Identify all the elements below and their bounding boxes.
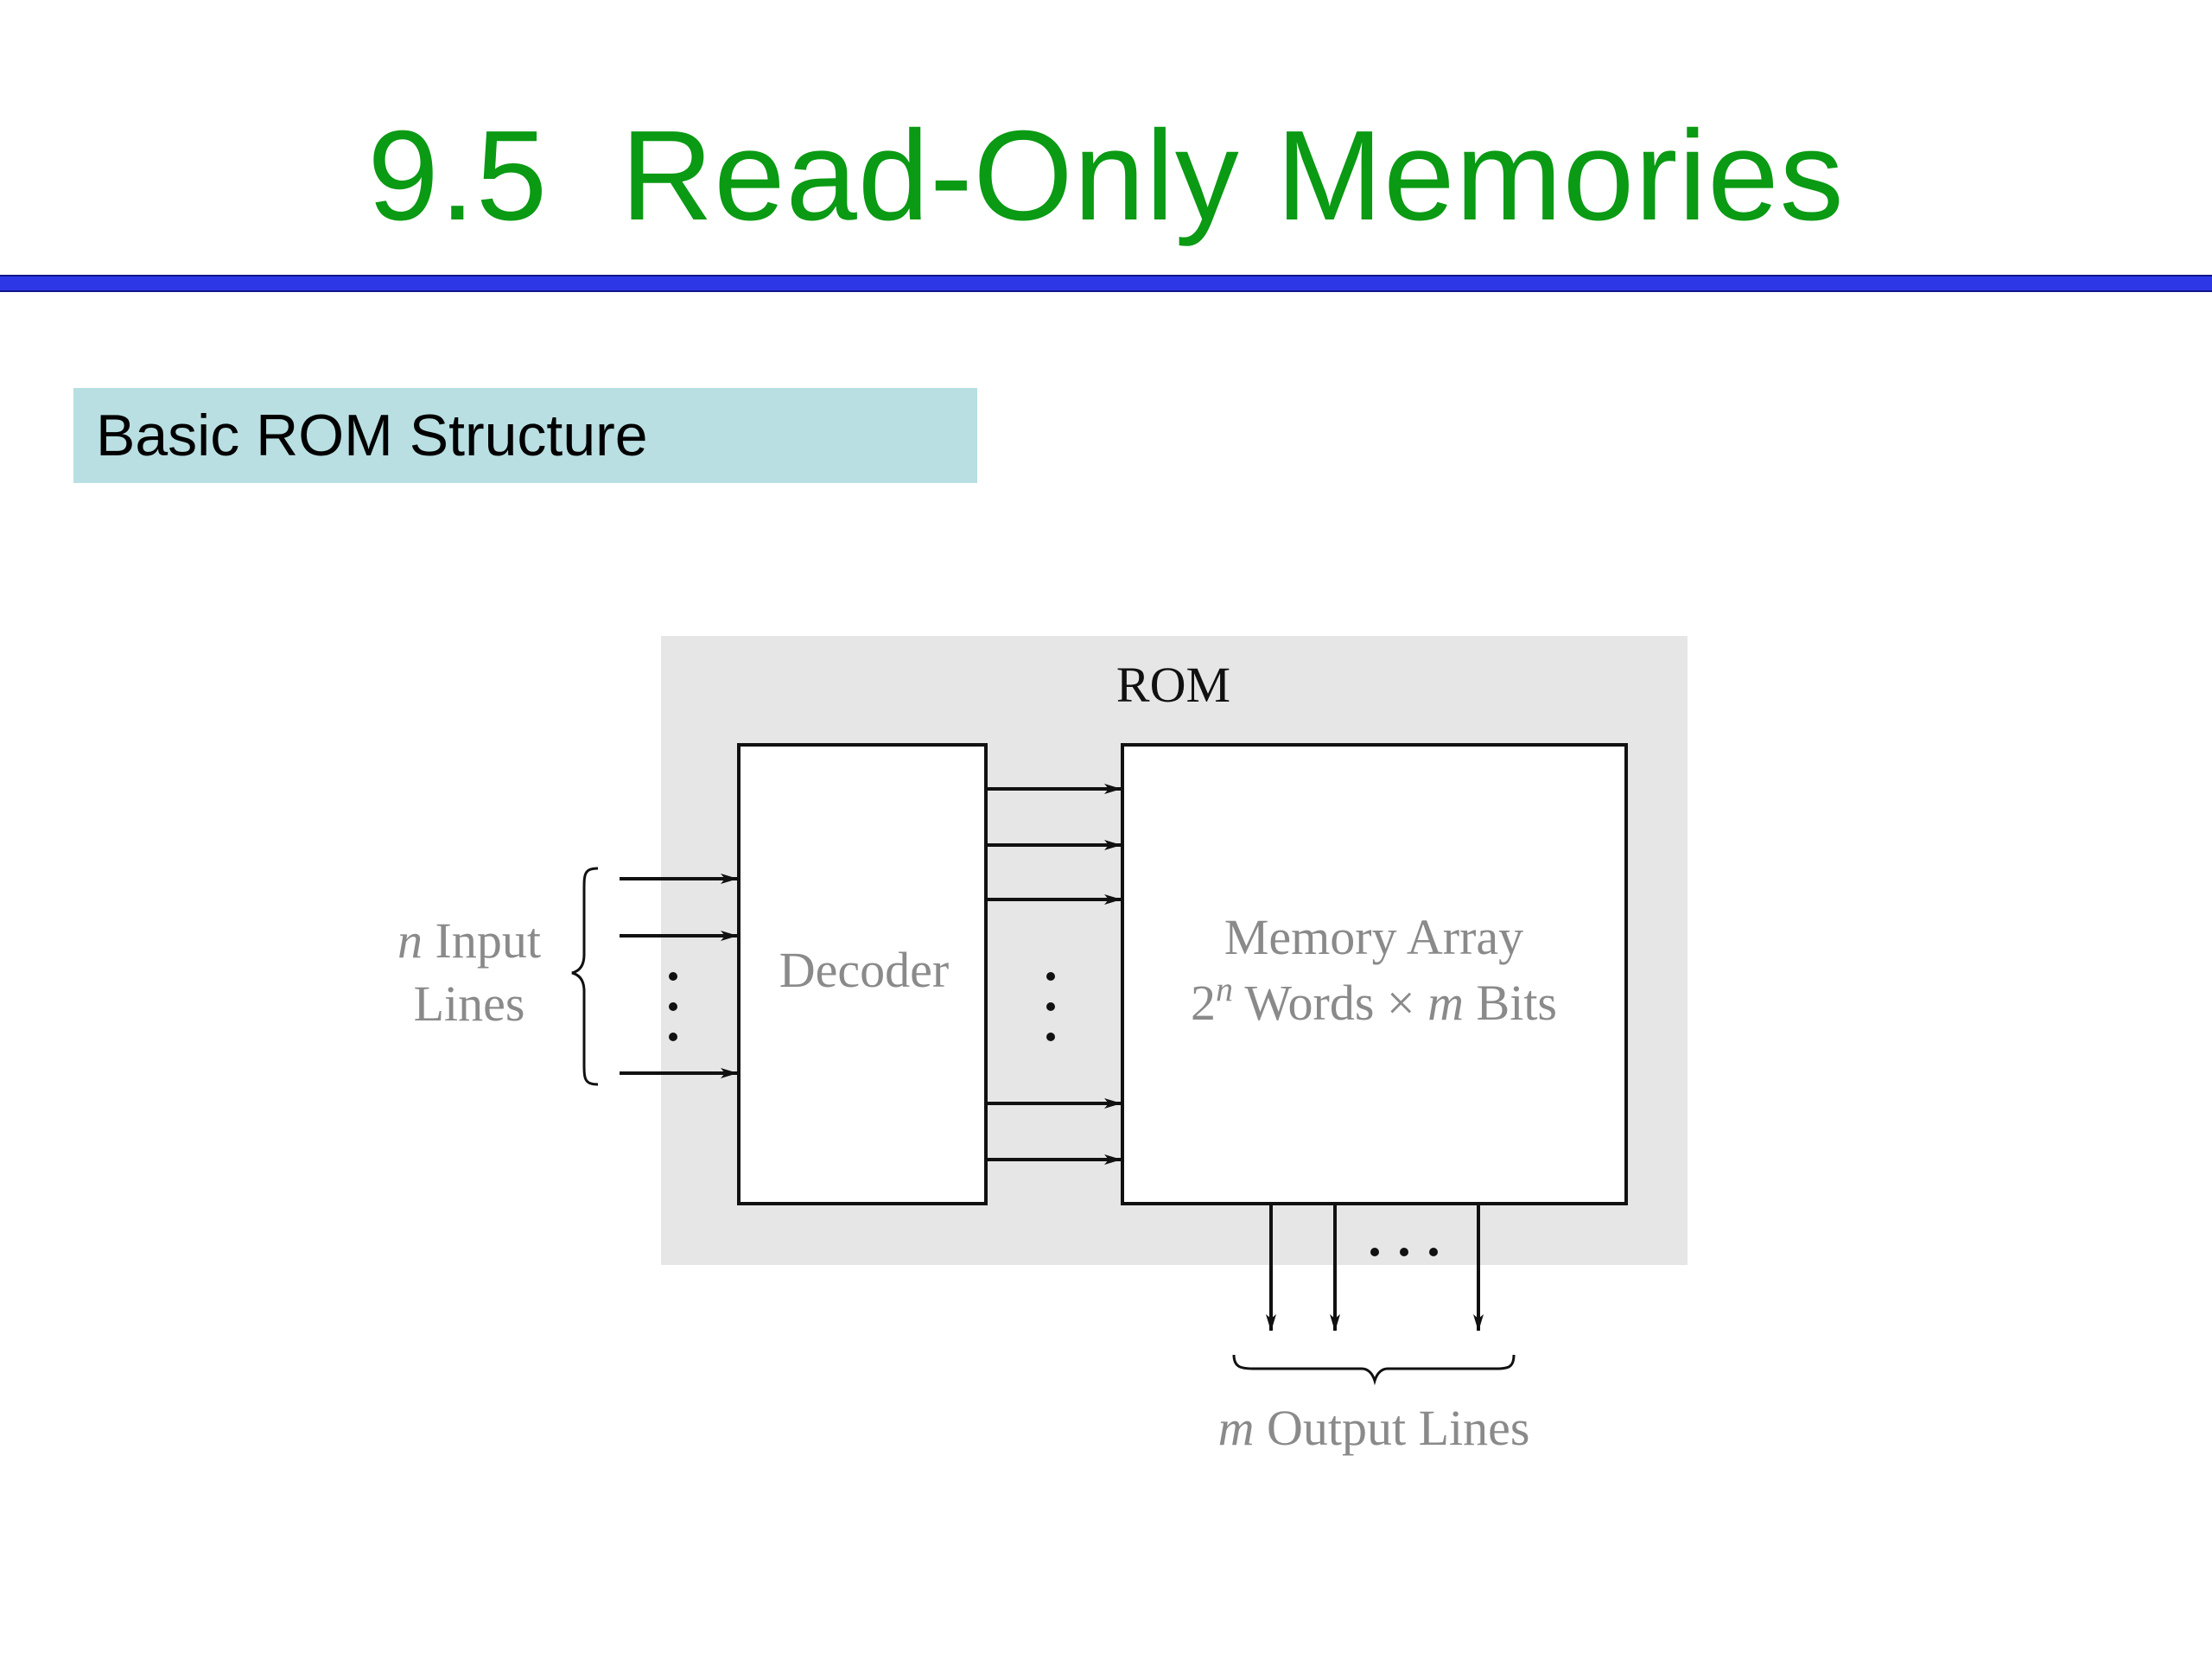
- title-divider: [0, 275, 2212, 292]
- word-line-ellipsis-dots: [1046, 972, 1055, 1041]
- input-lines-label: n Input: [397, 912, 541, 969]
- output-ellipsis-dots: [1370, 1248, 1438, 1256]
- section-heading: Basic ROM Structure: [96, 403, 648, 468]
- output-lines-label: m Output Lines: [1218, 1400, 1530, 1456]
- rom-label: ROM: [1116, 657, 1230, 713]
- decoder-block: [737, 743, 988, 1205]
- input-lines-label-2: Lines: [414, 976, 525, 1032]
- input-ellipsis-dots: [669, 972, 677, 1041]
- section-heading-box: Basic ROM Structure: [73, 388, 977, 483]
- slide-title: 9.5 Read-Only Memories: [367, 105, 1845, 247]
- output-brace: [1232, 1354, 1516, 1386]
- decoder-label: Decoder: [779, 942, 949, 998]
- memory-array-size-label: 2n Words × m Bits: [1191, 969, 1557, 1031]
- input-brace: [571, 867, 599, 1086]
- memory-array-label: Memory Array: [1224, 909, 1523, 965]
- memory-array-block: [1121, 743, 1628, 1205]
